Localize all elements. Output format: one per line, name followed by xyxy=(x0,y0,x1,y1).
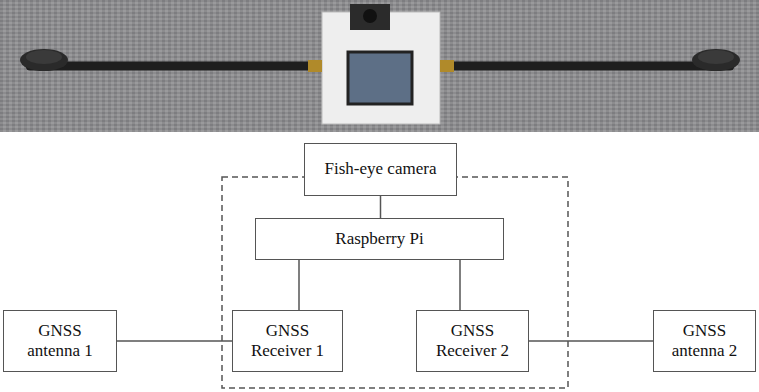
box-label: Fish-eye camera xyxy=(325,159,437,179)
box-label: GNSS Receiver 2 xyxy=(425,321,520,362)
box-label: Raspberry Pi xyxy=(335,229,423,249)
box-label: GNSS antenna 1 xyxy=(12,321,108,362)
connection-line xyxy=(298,260,300,310)
component-box: Raspberry Pi xyxy=(255,218,504,260)
component-box: GNSS Receiver 1 xyxy=(232,310,343,372)
box-label: GNSS Receiver 1 xyxy=(241,321,334,362)
component-box: Fish-eye camera xyxy=(304,143,457,196)
component-box: GNSS antenna 1 xyxy=(3,310,117,372)
box-label: GNSS antenna 2 xyxy=(662,321,747,362)
enclosure-dashed xyxy=(222,177,568,388)
connection-line xyxy=(117,340,232,342)
connection-line xyxy=(459,260,461,310)
component-box: GNSS antenna 2 xyxy=(653,310,756,372)
connection-line xyxy=(529,340,653,342)
connection-line xyxy=(380,196,382,218)
component-box: GNSS Receiver 2 xyxy=(416,310,529,372)
